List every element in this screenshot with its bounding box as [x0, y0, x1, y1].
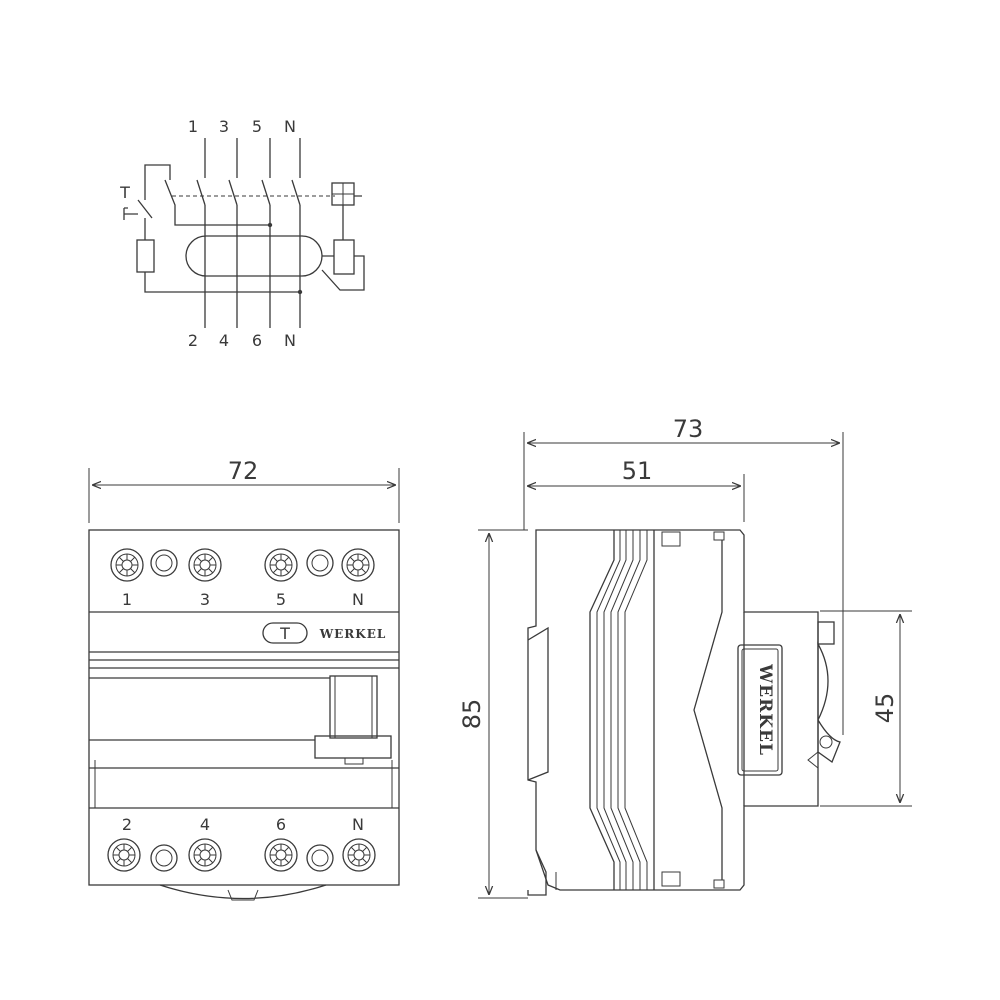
terminal-screw-5[interactable] [264, 548, 298, 582]
schematic-bottom-label-2: 2 [188, 331, 198, 350]
schematic-top-label-3: 3 [219, 117, 229, 136]
side-brand-plate [737, 644, 783, 776]
bottom-terminal-label-2: 2 [122, 815, 132, 834]
front-width-dimension: 72 [228, 457, 259, 485]
side-overall-depth-dimension: 73 [673, 415, 704, 443]
side-view: 73 51 85 45 [458, 415, 912, 899]
top-terminal-label-n: N [352, 590, 364, 609]
schematic-bottom-label-6: 6 [252, 331, 262, 350]
schematic-bottom-label-n: N [284, 331, 296, 350]
side-height-dimension: 85 [458, 699, 486, 730]
terminal-screw-n-bottom[interactable] [342, 838, 376, 872]
schematic-bottom-label-4: 4 [219, 331, 229, 350]
terminal-screw-2[interactable] [107, 838, 141, 872]
bottom-terminal-label-4: 4 [200, 815, 210, 834]
side-face-height-dimension: 45 [871, 693, 899, 724]
test-button-label: T [279, 624, 290, 643]
schematic-toroid [185, 235, 323, 277]
terminal-screw-4[interactable] [188, 838, 222, 872]
front-body-outline [88, 529, 400, 886]
front-bottom-terminals [107, 838, 376, 872]
blank-hole-icon [306, 549, 334, 577]
front-width-extension-lines [88, 468, 400, 523]
schematic-test-circuit [123, 164, 303, 295]
bottom-terminal-label-6: 6 [276, 815, 286, 834]
schematic-detection-coil [321, 239, 365, 291]
side-brand-label: WERKEL [755, 663, 775, 756]
top-terminal-label-1: 1 [122, 590, 132, 609]
test-button[interactable] [262, 622, 308, 644]
blank-hole-icon [150, 844, 178, 872]
side-body-outline [527, 529, 819, 891]
blank-hole-icon [306, 844, 334, 872]
din-clip [159, 884, 327, 900]
schematic-top-label-5: 5 [252, 117, 262, 136]
blank-hole-icon [150, 549, 178, 577]
front-top-terminals [110, 548, 375, 582]
schematic-top-label-1: 1 [188, 117, 198, 136]
terminal-screw-n-top[interactable] [341, 548, 375, 582]
side-ribs [589, 530, 655, 890]
toggle-lever[interactable] [314, 675, 392, 765]
front-view: 72 1 3 5 N T WERKEL 2 4 [88, 457, 400, 901]
side-toggle-lever[interactable] [807, 621, 841, 770]
terminal-screw-3[interactable] [188, 548, 222, 582]
schematic-test-label: T [119, 183, 130, 202]
top-terminal-label-5: 5 [276, 590, 286, 609]
schematic-poles [164, 138, 301, 328]
top-terminal-label-3: 3 [200, 590, 210, 609]
front-brand-label: WERKEL [319, 627, 387, 641]
bottom-terminal-label-n: N [352, 815, 364, 834]
side-body-depth-dimension: 51 [622, 457, 653, 485]
terminal-screw-6[interactable] [264, 838, 298, 872]
schematic-diagram: 1 3 5 N 2 4 6 N T [119, 117, 365, 350]
schematic-top-label-n: N [284, 117, 296, 136]
schematic-trip-relay [331, 182, 362, 240]
terminal-screw-1[interactable] [110, 548, 144, 582]
